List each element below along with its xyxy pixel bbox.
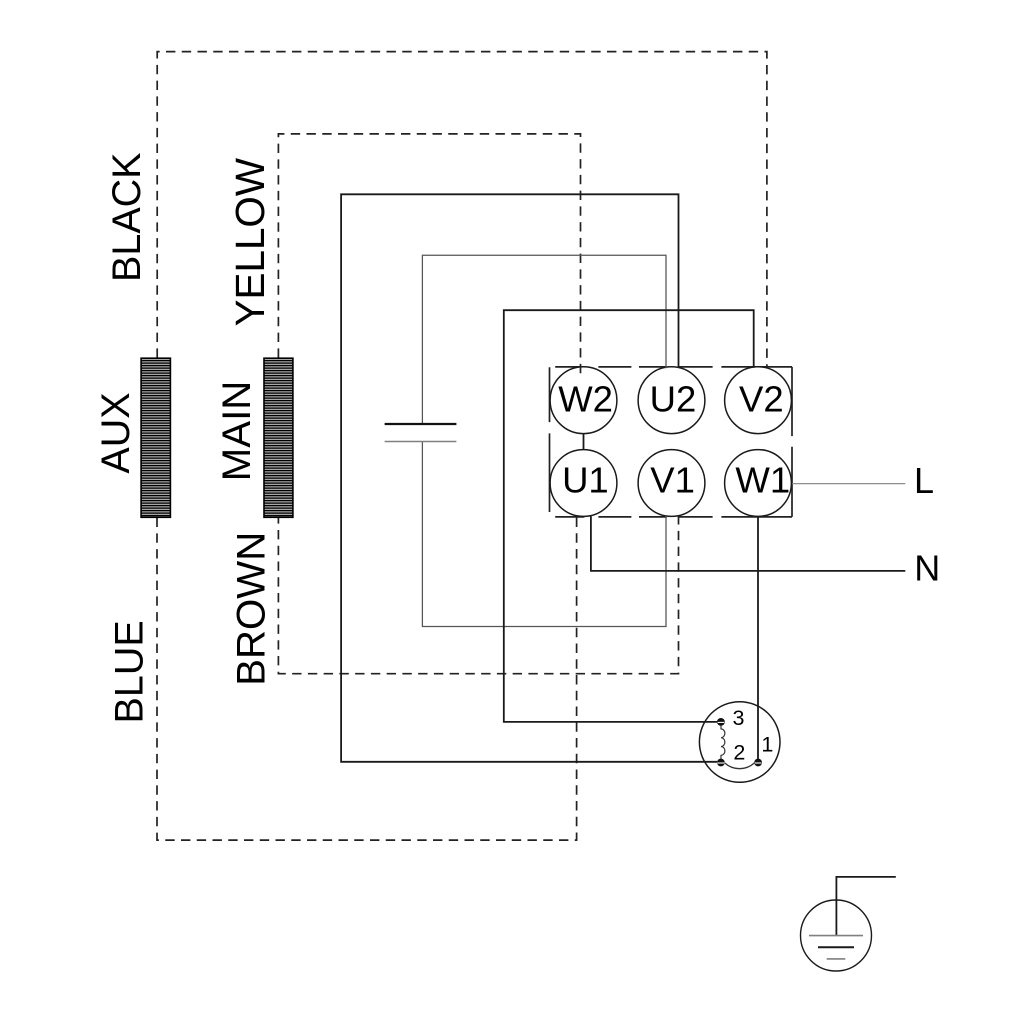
svg-text:L: L xyxy=(914,460,934,501)
svg-text:U2: U2 xyxy=(650,378,697,419)
svg-text:W2: W2 xyxy=(558,378,613,419)
svg-text:V2: V2 xyxy=(739,378,784,419)
svg-text:AUX: AUX xyxy=(94,392,138,473)
svg-text:YELLOW: YELLOW xyxy=(227,158,273,326)
svg-text:1: 1 xyxy=(761,733,773,757)
svg-text:V1: V1 xyxy=(650,460,695,501)
svg-text:N: N xyxy=(914,548,940,589)
svg-text:BLUE: BLUE xyxy=(107,620,151,723)
svg-text:W1: W1 xyxy=(735,460,790,501)
svg-text:BLACK: BLACK xyxy=(105,152,149,282)
svg-text:BROWN: BROWN xyxy=(229,532,274,686)
svg-text:MAIN: MAIN xyxy=(214,381,259,481)
svg-text:U1: U1 xyxy=(562,460,609,501)
svg-text:3: 3 xyxy=(733,706,745,730)
svg-text:2: 2 xyxy=(733,740,745,764)
